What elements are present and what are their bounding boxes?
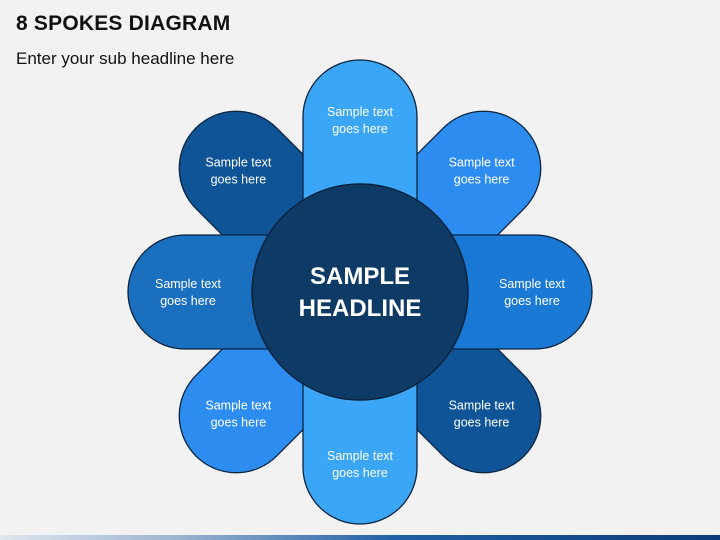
center-label-line2: HEADLINE <box>299 295 422 322</box>
spoke-label-left-line1: Sample text <box>155 277 222 291</box>
spoke-label-right-line2: goes here <box>504 294 560 308</box>
spoke-label-right-line1: Sample text <box>499 277 566 291</box>
spoke-label-top-left-line2: goes here <box>211 172 267 186</box>
spoke-label-top-left-line1: Sample text <box>205 155 272 169</box>
spoke-label-bottom-line2: goes here <box>332 466 388 480</box>
spoke-label-bottom-right-line1: Sample text <box>449 399 516 413</box>
spoke-label-bottom-line1: Sample text <box>327 449 394 463</box>
spoke-label-top-line2: goes here <box>332 122 388 136</box>
spoke-label-top-right-line1: Sample text <box>449 155 516 169</box>
spoke-label-top-right-line2: goes here <box>454 172 510 186</box>
page-subtitle: Enter your sub headline here <box>16 49 235 68</box>
page-title: 8 SPOKES DIAGRAM <box>16 12 231 35</box>
center-circle <box>251 183 469 401</box>
spoke-label-bottom-left-line1: Sample text <box>205 399 272 413</box>
footer-accent-bar <box>0 535 720 540</box>
center-label-line1: SAMPLE <box>310 263 410 290</box>
spoke-label-left-line2: goes here <box>160 294 216 308</box>
center-hub: SAMPLE HEADLINE <box>251 183 469 401</box>
spoke-label-bottom-left-line2: goes here <box>211 416 267 430</box>
spoke-label-bottom-right-line2: goes here <box>454 416 510 430</box>
spoke-label-top-line1: Sample text <box>327 105 394 119</box>
